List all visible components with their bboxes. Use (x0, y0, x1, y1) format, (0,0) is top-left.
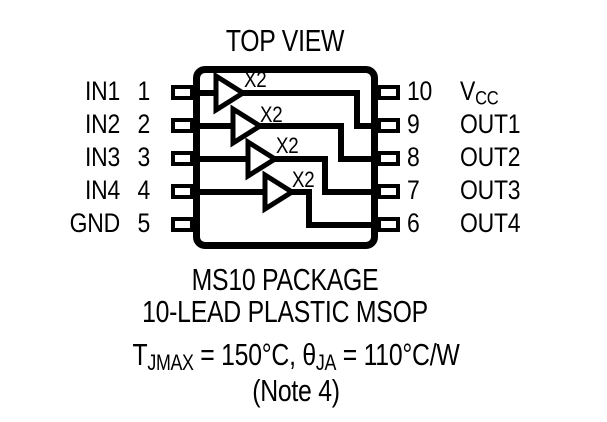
pin-number-6: 6 (407, 208, 420, 238)
pin-lead-4 (171, 184, 194, 199)
pin-name-vcc: VCC (460, 76, 499, 110)
pin-lead-7 (377, 184, 400, 199)
opamp-triangle-icon-2 (230, 104, 265, 148)
pin-lead-9 (377, 118, 400, 133)
pin-name-out1: OUT1 (460, 109, 521, 139)
output-trace-2 (259, 123, 379, 162)
pin-lead-6 (377, 217, 400, 232)
pin-lead-10 (377, 85, 400, 100)
pin-name-in2: IN2 (84, 109, 120, 139)
gain-label-3: X2 (276, 133, 299, 158)
tjmax-symbol: T (132, 337, 148, 372)
theta-value: = 110°C/W (336, 337, 460, 372)
pin-name-out4: OUT4 (460, 208, 521, 238)
pin-name-gnd: GND (69, 208, 121, 238)
pin-lead-3 (171, 151, 194, 166)
pin-number-1: 1 (137, 76, 150, 106)
pin-name-out3: OUT3 (460, 175, 521, 205)
tjmax-value: = 150°C, (193, 337, 303, 372)
gain-label-4: X2 (292, 167, 315, 192)
output-trace-3 (274, 156, 379, 195)
pin-number-5: 5 (137, 208, 150, 238)
pin-name-in4: IN4 (84, 175, 120, 205)
opamp-triangle-icon-4 (262, 170, 297, 214)
theta-symbol: θ (302, 337, 316, 372)
pin-name-in1: IN1 (84, 76, 120, 106)
pin-name-in3: IN3 (84, 142, 120, 172)
thermal-spec-line: TJMAX = 150°C, θJA = 110°C/W (133, 339, 460, 374)
vcc-subscript: CC (475, 87, 499, 110)
package-caption-line1: MS10 PACKAGE (191, 262, 379, 297)
pin-number-9: 9 (407, 109, 420, 139)
package-caption-line2: 10-LEAD PLASTIC MSOP (142, 294, 428, 329)
pin-lead-5 (171, 217, 194, 232)
gain-label-2: X2 (260, 102, 283, 127)
tjmax-subscript: JMAX (147, 349, 194, 375)
pin-number-4: 4 (137, 175, 150, 205)
theta-subscript: JA (315, 349, 337, 375)
thermal-note-reference: (Note 4) (252, 373, 340, 408)
vcc-symbol: V (460, 76, 476, 106)
gain-label-1: X2 (244, 67, 267, 92)
pin-name-out2: OUT2 (460, 142, 521, 172)
pin-number-3: 3 (137, 142, 150, 172)
pin-number-2: 2 (137, 109, 150, 139)
internal-wiring (193, 71, 379, 228)
opamp-triangle-icon-1 (213, 71, 248, 115)
pin-lead-2 (171, 118, 194, 133)
top-view-title: TOP VIEW (225, 23, 345, 58)
pin-number-7: 7 (407, 175, 420, 205)
pin-lead-1 (171, 85, 194, 100)
opamp-triangle-icon-3 (245, 137, 280, 181)
pin-number-8: 8 (407, 142, 420, 172)
pin-number-10: 10 (407, 76, 433, 106)
pin-lead-8 (377, 151, 400, 166)
output-trace-4 (291, 189, 379, 228)
output-trace-1 (242, 90, 379, 129)
